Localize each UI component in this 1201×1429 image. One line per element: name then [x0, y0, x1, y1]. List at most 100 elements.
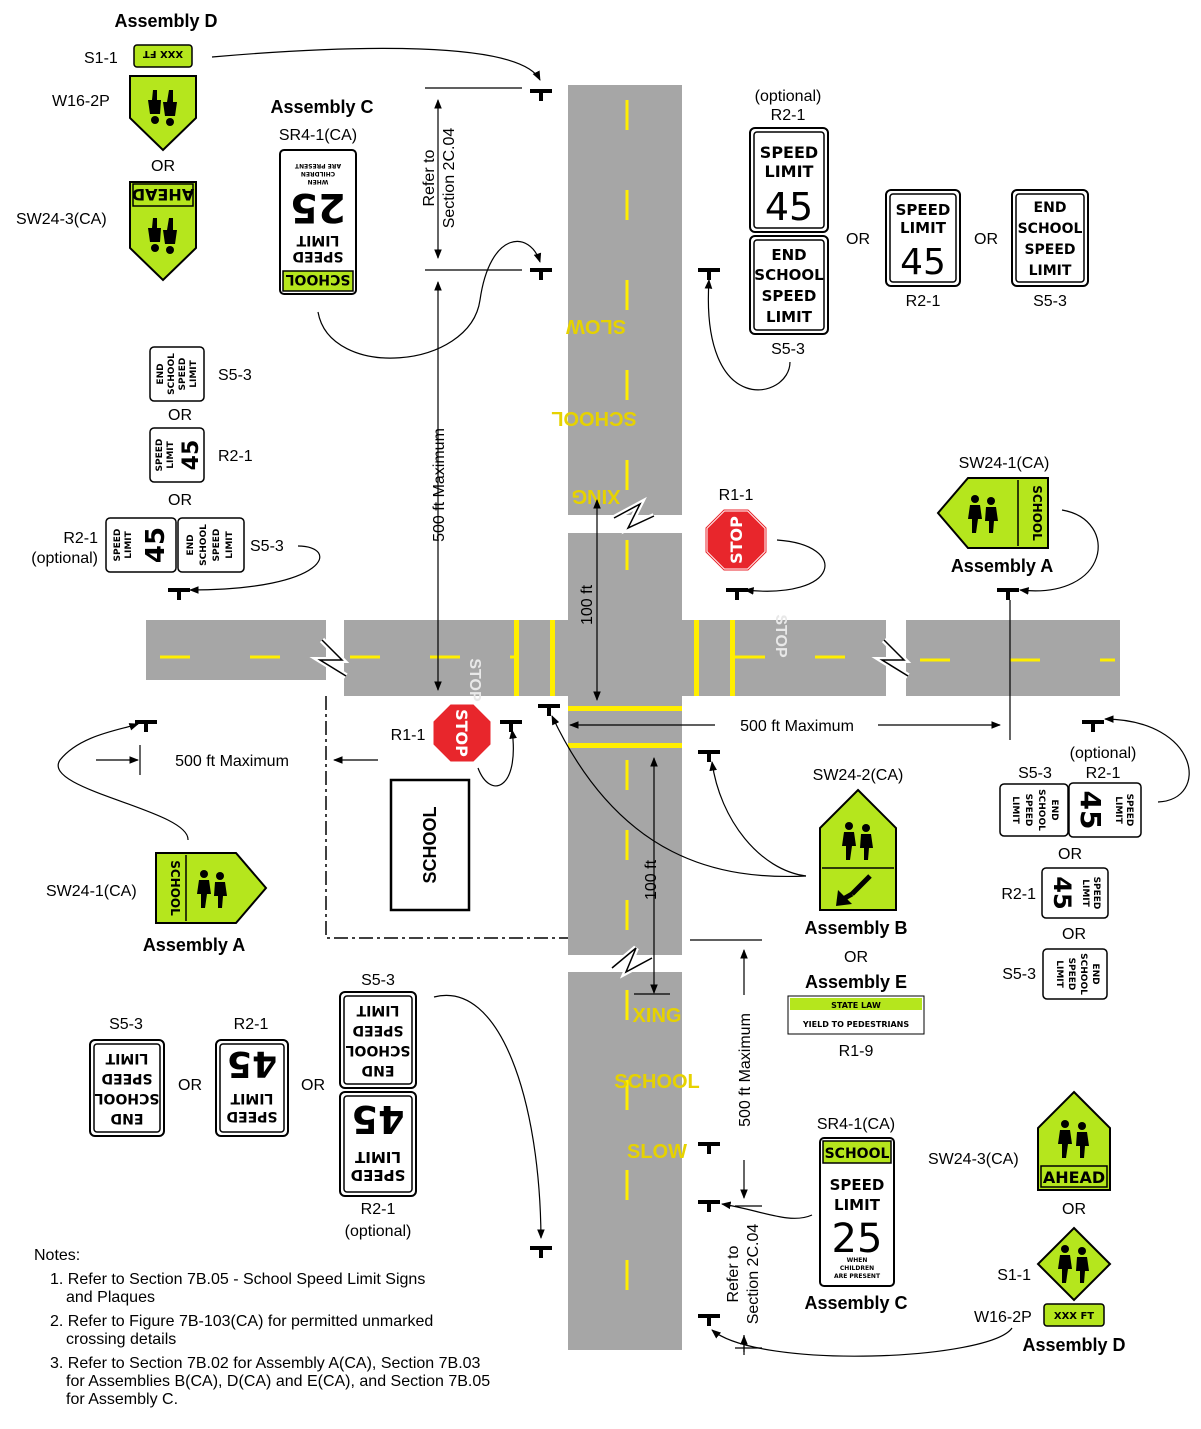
- pavement-stop-west: STOP: [466, 658, 483, 702]
- svg-text:45: 45: [141, 527, 171, 563]
- dimension-lines: [96, 87, 1011, 1355]
- or-e2: OR: [1062, 926, 1086, 943]
- svg-text:25: 25: [290, 184, 346, 230]
- or-n1: OR: [846, 231, 870, 248]
- centerlines: [160, 100, 1115, 1340]
- pavement-stop-east: STOP: [772, 614, 789, 658]
- r2-1-code-w1: R2-1: [218, 448, 253, 465]
- r1-1-code-ne: R1-1: [719, 487, 754, 504]
- svg-text:SPEED: SPEED: [178, 358, 188, 391]
- or-s2: OR: [301, 1077, 325, 1094]
- svg-text:AHEAD: AHEAD: [1043, 1168, 1105, 1187]
- sw24-3-code-top: SW24-3(CA): [16, 211, 107, 228]
- leader-arrows: [57, 47, 1190, 1357]
- assembly-d-label-top: Assembly D: [114, 11, 217, 31]
- svg-text:WHEN: WHEN: [847, 1257, 868, 1264]
- svg-text:STATE LAW: STATE LAW: [831, 1001, 881, 1010]
- r2-1-code-s2: R2-1: [361, 1201, 396, 1218]
- svg-text:LIMIT: LIMIT: [1080, 879, 1090, 907]
- r2-1-code-e1: R2-1: [1086, 765, 1121, 782]
- ft-100-north-label: 100 ft: [579, 584, 596, 625]
- pavement-school-south: SCHOOL: [614, 1071, 700, 1093]
- west-end-signs: END SCHOOL SPEED LIMIT S5-3 OR SPEED LIM…: [31, 346, 284, 573]
- svg-text:25: 25: [832, 1216, 883, 1262]
- east-road-far: [906, 620, 1120, 696]
- or-d1: OR: [151, 158, 175, 175]
- school-property: SCHOOL: [325, 696, 568, 939]
- max-500-south-label: 500 ft Maximum: [737, 1013, 754, 1127]
- or-w2: OR: [168, 492, 192, 509]
- note-3a: 3. Refer to Section 7B.02 for Assembly A…: [50, 1355, 481, 1372]
- east-end-signs: (optional) S5-3 R2-1 END SCHOOL SPEED LI…: [999, 745, 1142, 1000]
- svg-text:SCHOOL: SCHOOL: [1078, 953, 1088, 995]
- optional-label-w: (optional): [31, 550, 98, 567]
- svg-text:CHILDREN: CHILDREN: [301, 170, 335, 177]
- svg-text:LIMIT: LIMIT: [354, 1148, 401, 1166]
- svg-text:SPEED: SPEED: [292, 248, 343, 264]
- sw24-2-code: SW24-2(CA): [813, 767, 904, 784]
- svg-text:SPEED: SPEED: [352, 1022, 403, 1038]
- s1-1-code-top: S1-1: [84, 50, 118, 67]
- svg-text:END: END: [111, 1110, 144, 1126]
- west-road-far: [146, 620, 326, 680]
- svg-text:END: END: [362, 1062, 395, 1078]
- svg-text:LIMIT: LIMIT: [189, 359, 199, 387]
- svg-text:SPEED: SPEED: [896, 201, 951, 219]
- svg-text:LIMIT: LIMIT: [766, 308, 813, 326]
- svg-text:SPEED: SPEED: [351, 1166, 406, 1184]
- ft-100-south-label: 100 ft: [643, 859, 660, 900]
- svg-text:XXX FT: XXX FT: [1054, 1311, 1094, 1322]
- svg-text:LIMIT: LIMIT: [1029, 263, 1072, 279]
- note-1b: and Plaques: [66, 1289, 155, 1306]
- svg-text:ARE PRESENT: ARE PRESENT: [834, 1273, 881, 1280]
- school-building: [389, 778, 471, 912]
- svg-text:SPEED: SPEED: [113, 529, 123, 562]
- or-n2: OR: [974, 231, 998, 248]
- or-be: OR: [844, 949, 868, 966]
- children-icon: [148, 90, 177, 126]
- svg-text:LIMIT: LIMIT: [296, 232, 339, 248]
- pavement-slow-south: SLOW: [627, 1141, 687, 1163]
- svg-text:LIMIT: LIMIT: [105, 1050, 148, 1066]
- assembly-d-bottom: SW24-3(CA) AHEAD OR S1-1 W16-2P XXX FT A…: [928, 1090, 1126, 1355]
- svg-text:SPEED: SPEED: [1066, 958, 1076, 991]
- svg-text:SPEED: SPEED: [226, 1108, 277, 1124]
- optional-label-e: (optional): [1070, 745, 1137, 762]
- or-w1: OR: [168, 407, 192, 424]
- section-label-south: Section 2C.04: [745, 1224, 762, 1325]
- assembly-c-top: Assembly C SR4-1(CA) SCHOOL SPEED LIMIT …: [270, 97, 374, 295]
- svg-text:45: 45: [227, 1043, 277, 1084]
- svg-text:SPEED: SPEED: [760, 143, 818, 162]
- svg-text:END: END: [1034, 200, 1067, 216]
- refer-to-label-south: Refer to: [725, 1245, 742, 1302]
- r2-1-code-ne: R2-1: [906, 293, 941, 310]
- svg-text:SPEED: SPEED: [212, 529, 222, 562]
- assembly-a-sw: SW24-1(CA) SCHOOL Assembly A: [46, 852, 268, 955]
- svg-text:45: 45: [900, 242, 946, 283]
- assembly-c-bottom: SR4-1(CA) SCHOOL SPEED LIMIT 25 WHEN CHI…: [804, 1116, 907, 1313]
- north-road-far: [568, 85, 682, 515]
- svg-text:SCHOOL: SCHOOL: [168, 860, 182, 916]
- svg-text:WHEN: WHEN: [308, 178, 329, 185]
- svg-text:END: END: [186, 534, 196, 555]
- school-building-label: SCHOOL: [420, 806, 440, 883]
- assembly-d-top: Assembly D S1-1 XXX FT W16-2P OR SW24-3(…: [16, 11, 218, 282]
- svg-text:END: END: [1049, 799, 1059, 820]
- svg-text:SCHOOL: SCHOOL: [825, 1146, 890, 1162]
- note-1a: 1. Refer to Section 7B.05 - School Speed…: [50, 1271, 425, 1288]
- svg-text:AHEAD: AHEAD: [132, 185, 194, 204]
- svg-text:45: 45: [179, 440, 204, 471]
- svg-text:SPEED: SPEED: [1024, 242, 1075, 258]
- svg-text:SPEED: SPEED: [762, 287, 817, 305]
- svg-text:SCHOOL: SCHOOL: [1036, 789, 1046, 831]
- svg-text:SCHOOL: SCHOOL: [754, 266, 824, 284]
- svg-text:LIMIT: LIMIT: [166, 440, 176, 468]
- assembly-a-label-sw: Assembly A: [143, 935, 245, 955]
- notes: Notes: 1. Refer to Section 7B.05 - Schoo…: [34, 1247, 490, 1408]
- r2-1-code-top: R2-1: [771, 107, 806, 124]
- s5-3-code-e2: S5-3: [1002, 966, 1036, 983]
- svg-text:LIMIT: LIMIT: [900, 219, 947, 237]
- sr4-1-code-bottom: SR4-1(CA): [817, 1116, 895, 1133]
- svg-text:XXX FT: XXX FT: [143, 48, 183, 59]
